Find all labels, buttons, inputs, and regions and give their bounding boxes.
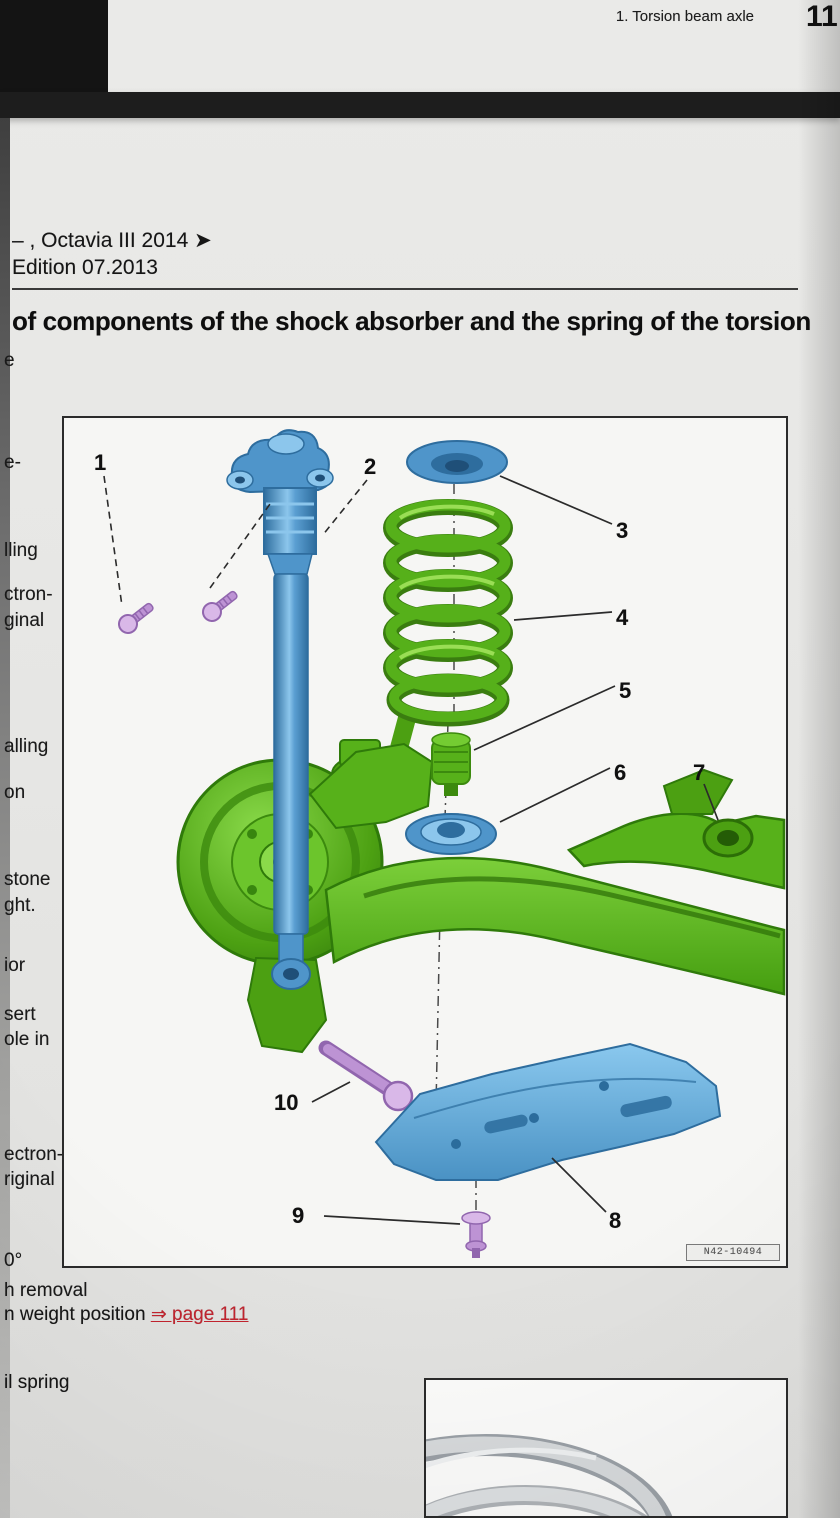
- stone-guard-plate: [374, 1042, 722, 1181]
- bolt-part-10: [318, 1040, 414, 1112]
- weight-position-text: n weight position: [4, 1304, 151, 1325]
- callout-10: 10: [274, 1090, 299, 1115]
- margin-fragment: h removal: [4, 1280, 88, 1301]
- callout-9: 9: [292, 1203, 305, 1228]
- edition-line: Edition 07.2013: [12, 256, 158, 279]
- coil-spring-fragment: il spring: [4, 1372, 70, 1393]
- top-left-dark-block: [0, 0, 108, 92]
- callout-6: 6: [614, 760, 627, 785]
- margin-fragment: e-: [4, 452, 21, 473]
- weight-position-line: n weight position ⇒ page 111: [4, 1303, 248, 1326]
- horizontal-rule: [12, 288, 798, 290]
- bump-stop-part-5: [431, 732, 471, 796]
- section-heading: of components of the shock absorber and …: [12, 306, 811, 336]
- margin-fragment: e: [4, 350, 15, 371]
- leader-lines: [103, 475, 719, 1225]
- left-edge-shadow: [0, 118, 10, 1518]
- margin-fragment: alling: [4, 736, 49, 757]
- top-dark-band: [0, 92, 840, 118]
- figure-reference-stamp: N42-10494: [686, 1244, 780, 1261]
- callout-2: 2: [364, 454, 377, 479]
- spring-cap-part-3: [406, 440, 508, 484]
- mounting-bolt-right: [202, 590, 238, 622]
- coil-spring-detail-drawing: [426, 1434, 673, 1516]
- callout-8: 8: [609, 1208, 622, 1233]
- margin-fragment: ectron-: [4, 1144, 64, 1165]
- margin-fragment: on: [4, 782, 26, 803]
- exploded-diagram: [103, 429, 786, 1258]
- callout-4: 4: [616, 605, 629, 630]
- margin-fragment: ole in: [4, 1029, 50, 1050]
- margin-fragment: sert: [4, 1004, 36, 1025]
- rivet-part-9: [461, 1211, 491, 1258]
- model-line: – , Octavia III 2014 ➤: [12, 229, 212, 252]
- margin-fragment: ctron-: [4, 584, 53, 605]
- shock-absorber-part-2: [226, 429, 334, 990]
- margin-fragment: ginal: [4, 610, 45, 631]
- coil-spring-detail-figure: [424, 1378, 788, 1518]
- callout-7: 7: [693, 760, 706, 785]
- spring-seat-part-6: [405, 813, 497, 855]
- coil-spring-part-4: [383, 499, 513, 727]
- margin-fragment: ght.: [4, 895, 36, 916]
- page-reference-link[interactable]: ⇒ page 111: [150, 1304, 249, 1325]
- page-number: 11: [806, 0, 838, 33]
- callout-1: 1: [94, 450, 107, 475]
- mounting-bolt-left: [118, 602, 154, 634]
- margin-fragment: ior: [4, 955, 26, 976]
- callout-5: 5: [619, 678, 632, 703]
- exploded-view-figure: 1 2 3 4 5 6 7 8 9 10 N42-10494: [62, 416, 788, 1268]
- margin-fragment: lling: [4, 540, 38, 561]
- right-edge-shadow: [798, 0, 840, 1518]
- running-header-section: 1. Torsion beam axle: [615, 8, 754, 25]
- margin-fragment: stone: [4, 869, 51, 890]
- margin-fragment: 0°: [4, 1250, 23, 1271]
- callout-3: 3: [616, 518, 629, 543]
- margin-fragment: riginal: [4, 1169, 55, 1190]
